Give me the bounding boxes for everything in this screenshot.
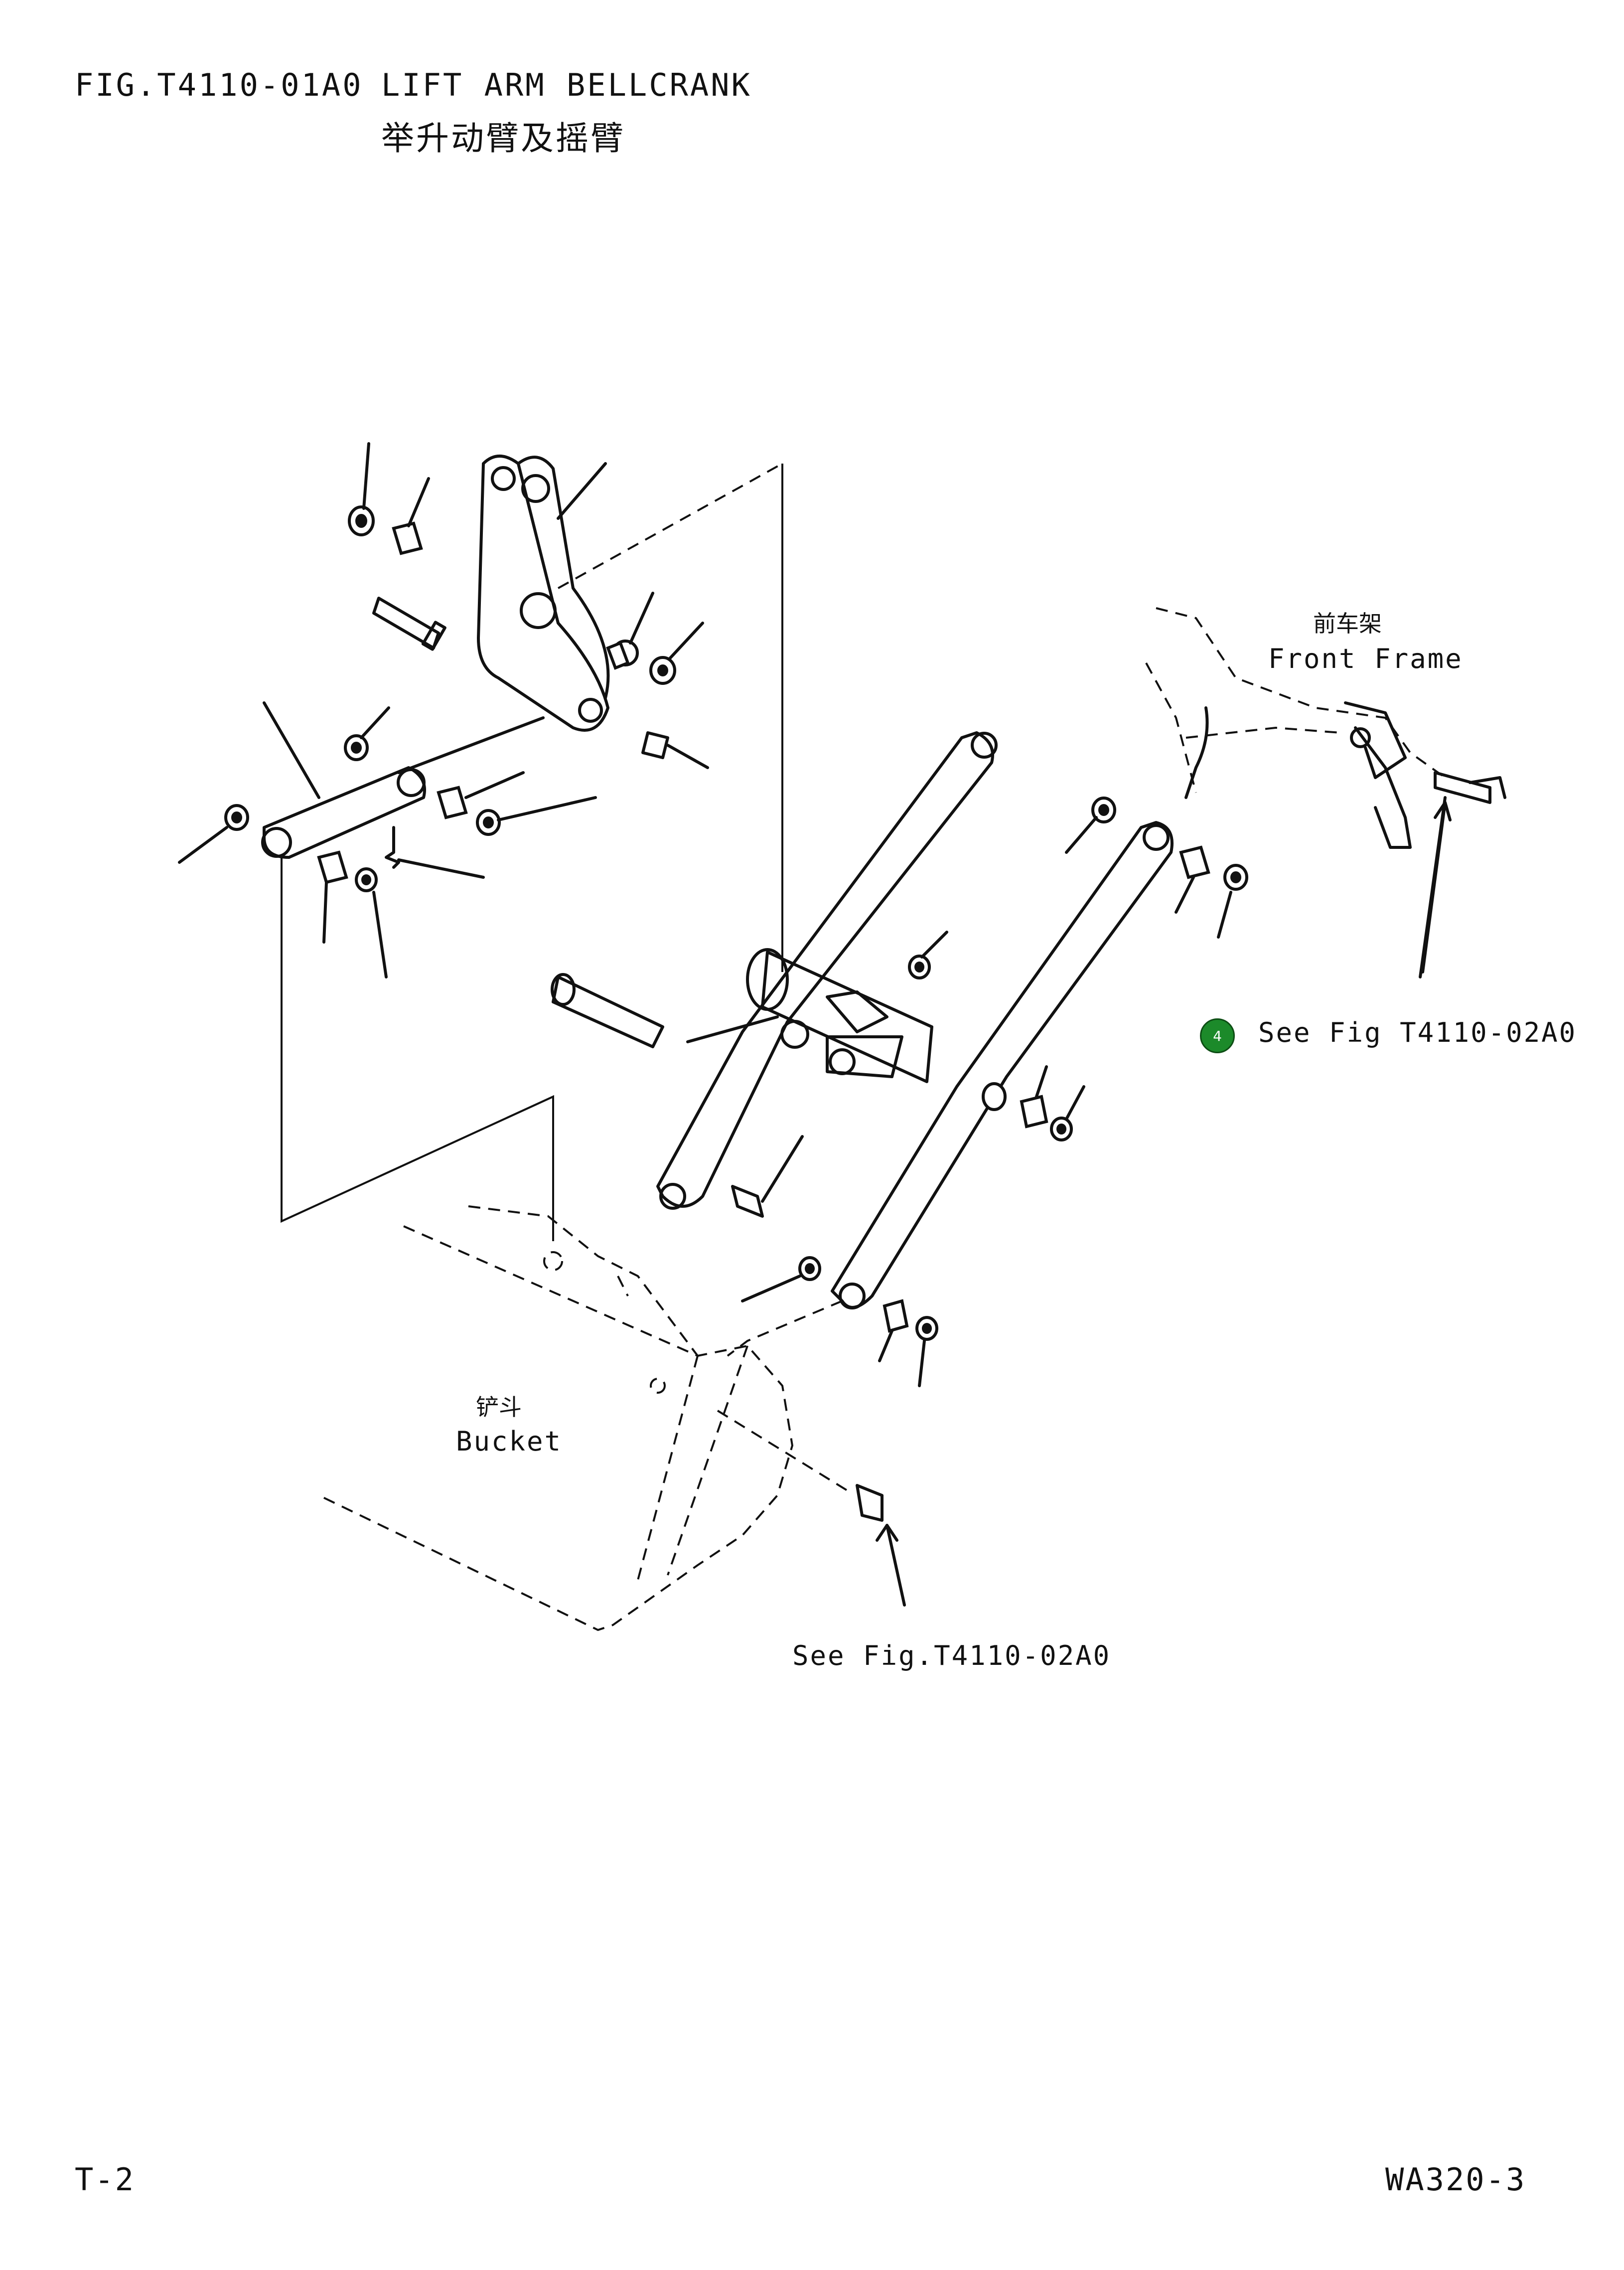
lift-arm-left — [656, 731, 998, 1210]
ref-arrow-upper — [1421, 801, 1452, 973]
bellcrank-pin — [372, 597, 446, 651]
link-seals — [178, 706, 597, 978]
see-figure-reference-upper[interactable]: See Fig T4110-02A0 — [1258, 1017, 1577, 1048]
front-frame-label: Front Frame — [1268, 643, 1463, 674]
upper-seals — [348, 442, 704, 685]
figure-title-english: LIFT ARM BELLCRANK — [381, 67, 752, 103]
front-frame-label-chinese: 前车架 — [1313, 610, 1382, 637]
right-arm-seals — [908, 797, 1248, 1141]
grease-fitting-upper — [641, 731, 709, 769]
bellcrank — [477, 455, 610, 732]
figure-number: FIG.T4110-01A0 — [75, 67, 363, 103]
bucket-label-chinese: 铲斗 — [476, 1394, 522, 1421]
see-figure-reference-lower[interactable]: See Fig.T4110-02A0 — [792, 1640, 1111, 1671]
lift-arm-pin — [551, 973, 779, 1048]
model-number: WA320-3 — [1385, 2161, 1526, 2198]
grease-fitting-lower — [731, 1135, 804, 1218]
page-number: T-2 — [75, 2161, 135, 2198]
leader-frame — [281, 463, 783, 1241]
bucket-label: Bucket — [456, 1426, 563, 1457]
callout-badge-4[interactable]: 4 — [1200, 1018, 1235, 1053]
cross-tube — [746, 948, 933, 1083]
lift-arm-right — [831, 821, 1174, 1309]
lower-arm-seals — [727, 1256, 938, 1387]
bucket-link — [261, 701, 545, 859]
bucket-outline — [318, 1205, 906, 1631]
figure-title-chinese: 举升动臂及摇臂 — [381, 119, 625, 158]
